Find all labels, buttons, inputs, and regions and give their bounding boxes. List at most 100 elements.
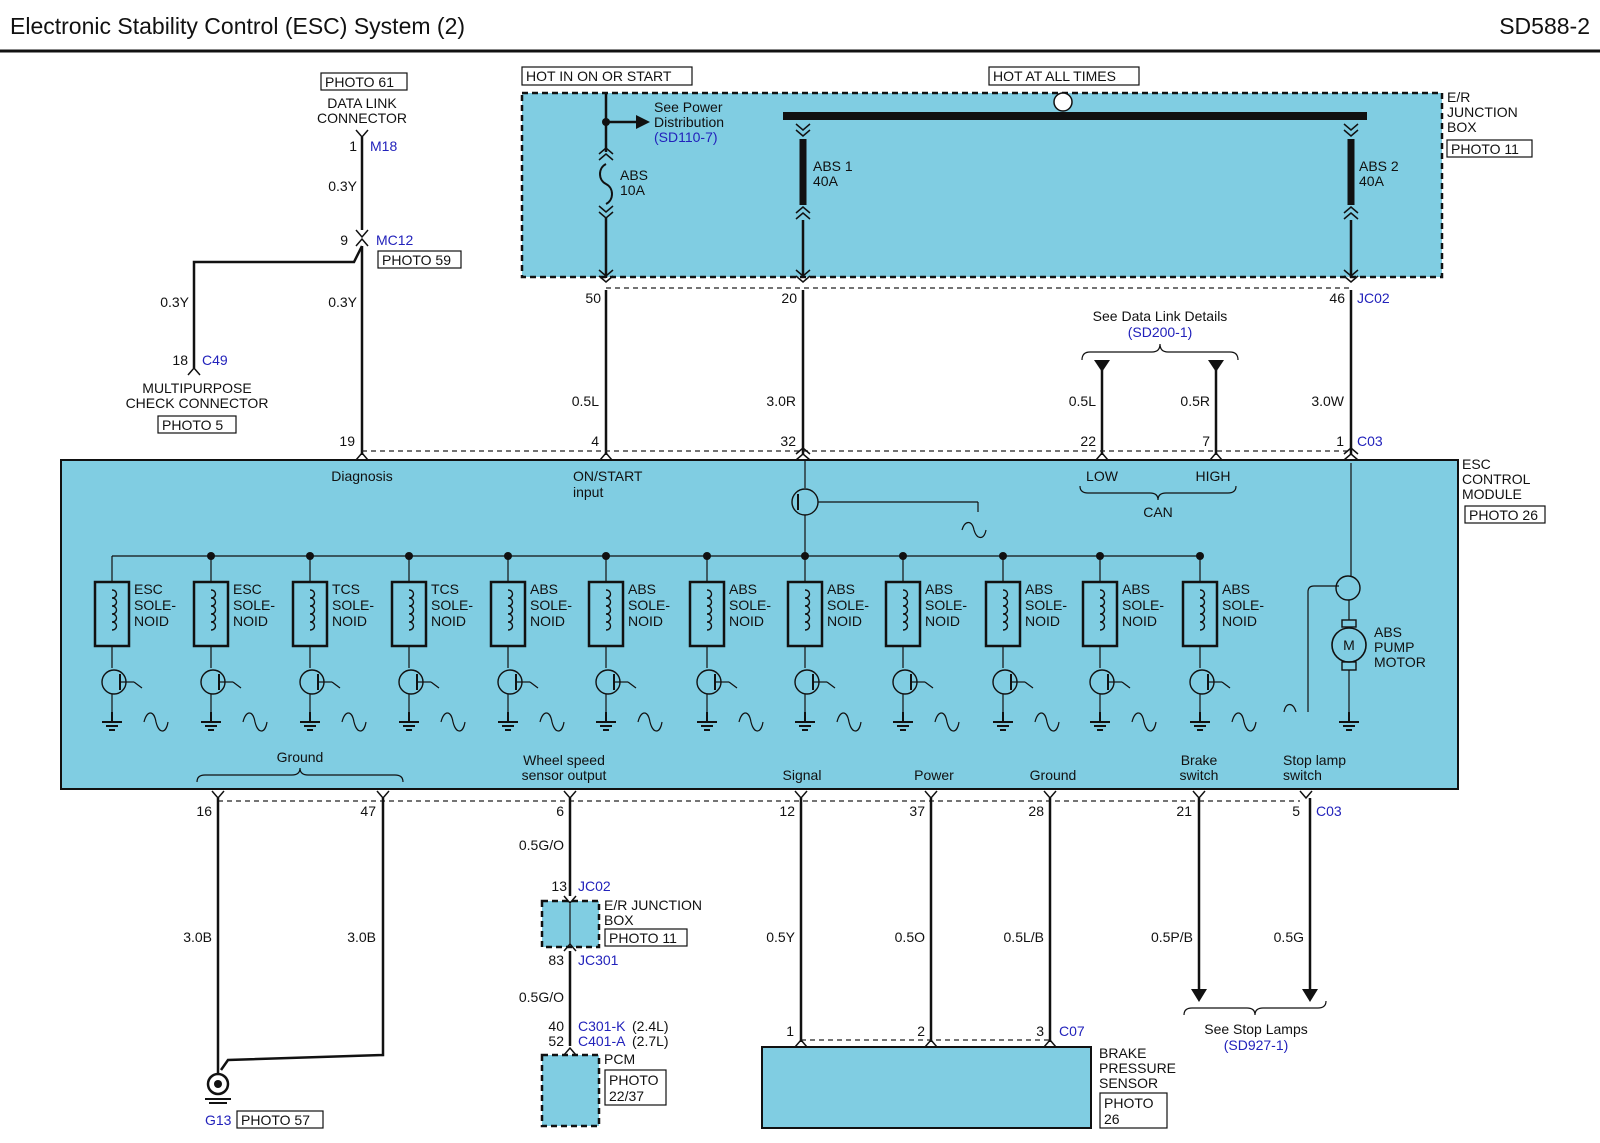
stop-lamps-ref-link[interactable]: (SD927-1) <box>1224 1037 1289 1053</box>
jc02-pin-20: 20 <box>781 290 797 306</box>
fuse-abs1-rating: 40A <box>813 173 839 189</box>
pcm-pin-40: 40 <box>548 1018 564 1034</box>
solenoid-label-5-3: NOID <box>530 613 565 629</box>
hot-at-all-times-label: HOT AT ALL TIMES <box>993 68 1116 84</box>
ws-wire-color-1: 0.5G/O <box>519 837 564 853</box>
dlc-name-1: DATA LINK <box>327 95 397 111</box>
fuse-abs2-label: ABS 2 <box>1359 158 1399 174</box>
g13-label: G13 <box>205 1112 232 1128</box>
sensor-wire-color-2: 0.5O <box>895 929 925 945</box>
solenoid-label-8-1: ABS <box>827 581 855 597</box>
c03-pin-16: 16 <box>196 803 212 819</box>
solenoid-label-2-2: SOLE- <box>233 597 275 613</box>
er-jb-lower-1: E/R JUNCTION <box>604 897 702 913</box>
solenoid-label-6-2: SOLE- <box>628 597 670 613</box>
dlc-wire2-color: 0.3Y <box>328 294 357 310</box>
er-jb-label-2: JUNCTION <box>1447 104 1518 120</box>
esc-control-module: 19 4 32 22 7 1 C03 ESC CONTROL MODULE PH… <box>60 433 1546 819</box>
c49-wire-color: 0.3Y <box>160 294 189 310</box>
c03-pin-32: 32 <box>780 433 796 449</box>
label-ground: Ground <box>277 749 324 765</box>
page-title: Electronic Stability Control (ESC) Syste… <box>10 13 465 39</box>
solenoid-label-12-2: SOLE- <box>1222 597 1264 613</box>
solenoid-label-2-3: NOID <box>233 613 268 629</box>
can-data-link: See Data Link Details (SD200-1) 0.5L 0.5… <box>1069 308 1239 455</box>
motor-label-3: MOTOR <box>1374 654 1426 670</box>
mpc-name-1: MULTIPURPOSE <box>142 380 251 396</box>
data-link-ref-link[interactable]: (SD200-1) <box>1128 324 1193 340</box>
pcm-conn-1-note: (2.4L) <box>632 1018 669 1034</box>
c49-conn: C49 <box>202 352 228 368</box>
label-brake-switch-1: Brake <box>1181 752 1218 768</box>
solenoid-label-5-1: ABS <box>530 581 558 597</box>
ground-wires: 3.0B 3.0B G13 PHOTO 57 <box>183 798 385 1129</box>
sensor-name-2: PRESSURE <box>1099 1060 1176 1076</box>
solenoid-label-9-1: ABS <box>925 581 953 597</box>
ws-wire-color-2: 0.5G/O <box>519 989 564 1005</box>
see-stop-lamps-label: See Stop Lamps <box>1204 1021 1308 1037</box>
c03-pin-4: 4 <box>591 433 599 449</box>
stop-wire-color-1: 0.5P/B <box>1151 929 1193 945</box>
module-photo: PHOTO 26 <box>1469 507 1538 523</box>
mc12-pin: 9 <box>340 232 348 248</box>
arrow-down-icon <box>1208 360 1224 372</box>
dlc-photo: PHOTO 61 <box>325 74 394 90</box>
wire-color-30r: 3.0R <box>766 393 796 409</box>
er-jb-label-1: E/R <box>1447 89 1470 105</box>
wheel-speed-circuit: 0.5G/O 13 JC02 E/R JUNCTION BOX PHOTO 11… <box>519 798 702 1128</box>
jc02-pin-46: 46 <box>1329 290 1345 306</box>
c03-conn-bottom: C03 <box>1316 803 1342 819</box>
wire-color-can-low: 0.5L <box>1069 393 1096 409</box>
module-name-1: ESC <box>1462 456 1491 472</box>
solenoid-label-9-2: SOLE- <box>925 597 967 613</box>
solenoid-label-3-3: NOID <box>332 613 367 629</box>
pcm-conn-2: C401-A <box>578 1033 626 1049</box>
dlc-pin: 1 <box>349 138 357 154</box>
sensor-name-3: SENSOR <box>1099 1075 1158 1091</box>
g13-photo: PHOTO 57 <box>241 1112 310 1128</box>
c03-pin-5: 5 <box>1292 803 1300 819</box>
solenoid-label-1-3: NOID <box>134 613 169 629</box>
power-dist-ref-link[interactable]: (SD110-7) <box>654 129 718 145</box>
mc12-photo: PHOTO 59 <box>382 252 451 268</box>
sensor-name-1: BRAKE <box>1099 1045 1146 1061</box>
solenoid-label-10-2: SOLE- <box>1025 597 1067 613</box>
wire-color-can-high: 0.5R <box>1180 393 1210 409</box>
ground-wire-color-1: 3.0B <box>183 929 212 945</box>
hot-in-on-or-start-label: HOT IN ON OR START <box>526 68 672 84</box>
label-onstart-2: input <box>573 484 603 500</box>
c03-pin-1: 1 <box>1336 433 1344 449</box>
data-link-connector-group: PHOTO 61 DATA LINK CONNECTOR 1 M18 0.3Y … <box>126 72 462 455</box>
er-junction-box <box>520 91 1444 279</box>
solenoid-label-8-3: NOID <box>827 613 862 629</box>
c03-conn-top: C03 <box>1357 433 1383 449</box>
c49-pin: 18 <box>172 352 188 368</box>
fuse-abs2-rating: 40A <box>1359 173 1385 189</box>
solenoid-label-1-2: SOLE- <box>134 597 176 613</box>
sensor-wire-color-1: 0.5Y <box>766 929 795 945</box>
sensor-photo-2: 26 <box>1104 1111 1120 1127</box>
er-jb-label-3: BOX <box>1447 119 1477 135</box>
sensor-pin-3: 3 <box>1036 1023 1044 1039</box>
solenoid-label-7-2: SOLE- <box>729 597 771 613</box>
solenoid-label-4-3: NOID <box>431 613 466 629</box>
label-wheel-speed-1: Wheel speed <box>523 752 605 768</box>
solenoid-array: ESCSOLE-NOIDESCSOLE-NOIDTCSSOLE-NOIDTCSS… <box>93 552 1264 732</box>
fuse-abs-rating: 10A <box>620 182 646 198</box>
label-diagnosis: Diagnosis <box>331 468 392 484</box>
transistor-icon <box>1335 575 1361 601</box>
solenoid-label-11-1: ABS <box>1122 581 1150 597</box>
solenoid-label-9-3: NOID <box>925 613 960 629</box>
see-power-dist-1: See Power <box>654 99 723 115</box>
pcm-conn-2-note: (2.7L) <box>632 1033 669 1049</box>
er-jb-lower-photo: PHOTO 11 <box>609 930 677 946</box>
brake-pressure-sensor-circuit: 0.5Y 0.5O 0.5L/B 1 2 3 C07 BRAKE PRESSUR… <box>761 798 1176 1129</box>
pcm-photo-2: 22/37 <box>609 1088 644 1104</box>
sensor-pin-1: 1 <box>786 1023 794 1039</box>
solenoid-label-6-1: ABS <box>628 581 656 597</box>
